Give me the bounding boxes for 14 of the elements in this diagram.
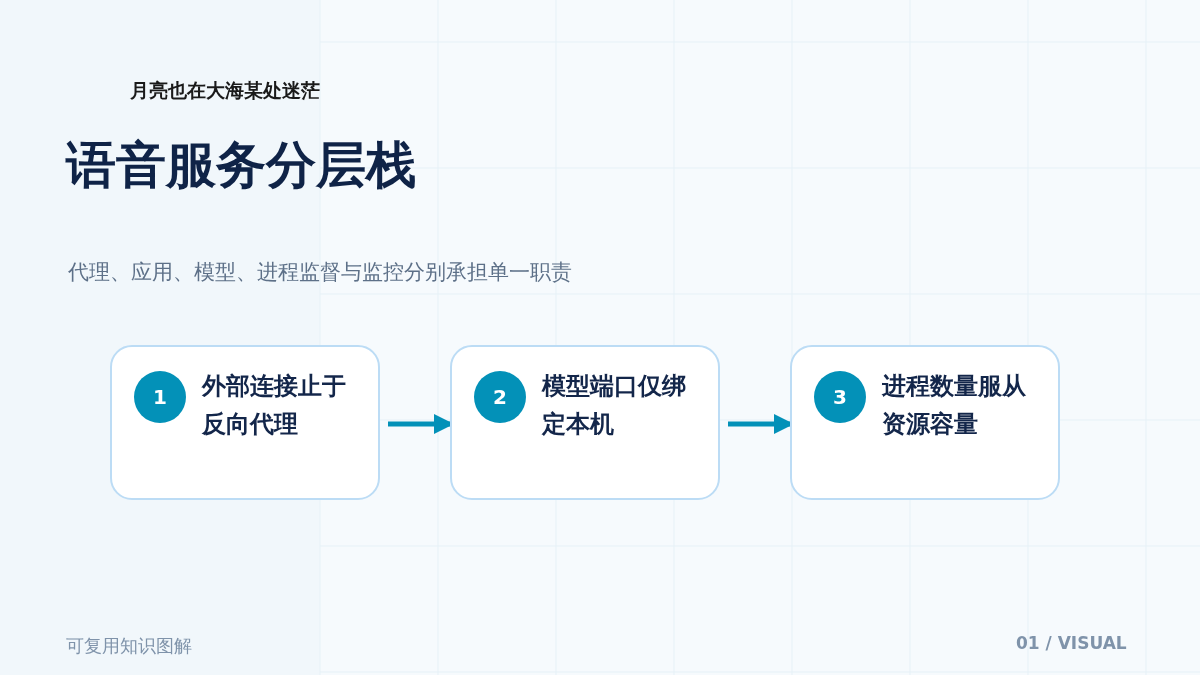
slide-title: 语音服务分层栈 (66, 135, 416, 196)
tagline: 月亮也在大海某处迷茫 (130, 78, 320, 103)
step-number: 3 (814, 371, 866, 423)
subtitle: 代理、应用、模型、进程监督与监控分别承担单一职责 (68, 259, 572, 286)
step-card (450, 345, 720, 500)
step-number: 1 (134, 371, 186, 423)
step-text: 模型端口仅绑定本机 (542, 371, 687, 440)
page-number: 01 / VISUAL (1016, 633, 1127, 653)
step-text: 外部连接止于反向代理 (202, 371, 347, 440)
step-card (110, 345, 380, 500)
step-number: 2 (474, 371, 526, 423)
footer-text: 可复用知识图解 (66, 634, 192, 658)
step-card (790, 345, 1060, 500)
step-text: 进程数量服从资源容量 (882, 371, 1027, 440)
